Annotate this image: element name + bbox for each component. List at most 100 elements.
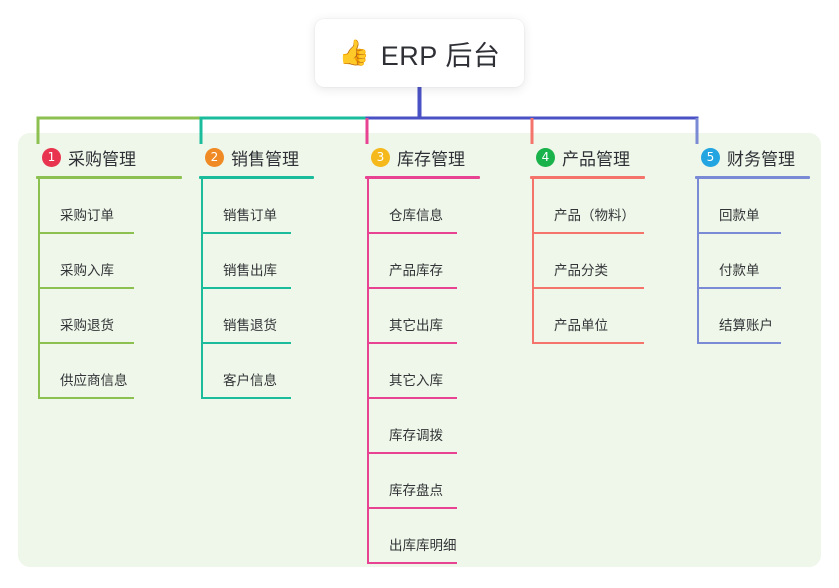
leaf-label: 仓库信息 bbox=[389, 207, 443, 223]
leaf-item[interactable]: 结算账户 bbox=[697, 289, 810, 344]
leaf-spine bbox=[201, 179, 203, 399]
leaf-label: 付款单 bbox=[719, 262, 760, 278]
leaf-underline bbox=[369, 287, 457, 289]
branch-header[interactable]: 5 财务管理 bbox=[695, 144, 810, 170]
branch-title: 产品管理 bbox=[562, 149, 630, 169]
leaf-item[interactable]: 库存盘点 bbox=[367, 454, 480, 509]
leaf-underline bbox=[40, 397, 134, 399]
leaf-label: 客户信息 bbox=[223, 372, 277, 388]
leaf-label: 销售退货 bbox=[223, 317, 277, 333]
branch-column: 5 财务管理回款单付款单结算账户 bbox=[695, 144, 810, 344]
leaf-underline bbox=[40, 342, 134, 344]
leaf-label: 回款单 bbox=[719, 207, 760, 223]
leaf-item[interactable]: 仓库信息 bbox=[367, 179, 480, 234]
leaf-item[interactable]: 供应商信息 bbox=[38, 344, 182, 399]
branch-header[interactable]: 1 采购管理 bbox=[36, 144, 182, 170]
leaf-item[interactable]: 产品分类 bbox=[532, 234, 645, 289]
leaf-label: 库存调拨 bbox=[389, 427, 443, 443]
leaf-underline bbox=[369, 342, 457, 344]
leaf-underline bbox=[699, 287, 781, 289]
branch-number-badge: 3 bbox=[371, 147, 390, 167]
branch-number-badge: 1 bbox=[42, 147, 61, 167]
branch-column: 3 库存管理仓库信息产品库存其它出库其它入库库存调拨库存盘点出库库明细 bbox=[365, 144, 480, 564]
leaf-underline bbox=[369, 232, 457, 234]
leaf-label: 销售出库 bbox=[223, 262, 277, 278]
branch-header[interactable]: 4 产品管理 bbox=[530, 144, 645, 170]
leaf-underline bbox=[203, 287, 291, 289]
leaf-label: 采购入库 bbox=[60, 262, 114, 278]
branch-underline bbox=[199, 176, 314, 179]
leaf-label: 产品分类 bbox=[554, 262, 608, 278]
leaf-item[interactable]: 采购退货 bbox=[38, 289, 182, 344]
leaf-underline bbox=[40, 287, 134, 289]
leaf-label: 产品单位 bbox=[554, 317, 608, 333]
leaf-underline bbox=[369, 397, 457, 399]
leaf-spine bbox=[367, 179, 369, 564]
leaf-underline bbox=[369, 507, 457, 509]
leaf-spine bbox=[532, 179, 534, 344]
leaf-underline bbox=[699, 232, 781, 234]
leaf-underline bbox=[369, 452, 457, 454]
leaf-list: 回款单付款单结算账户 bbox=[695, 179, 810, 344]
leaf-item[interactable]: 采购入库 bbox=[38, 234, 182, 289]
branch-title: 销售管理 bbox=[231, 149, 299, 169]
leaf-underline bbox=[699, 342, 781, 344]
page-title: ERP 后台 bbox=[380, 40, 501, 71]
branch-title: 采购管理 bbox=[68, 149, 136, 169]
branch-number-badge: 2 bbox=[205, 147, 224, 167]
leaf-underline bbox=[369, 562, 457, 564]
leaf-item[interactable]: 产品库存 bbox=[367, 234, 480, 289]
leaf-item[interactable]: 销售出库 bbox=[201, 234, 314, 289]
leaf-label: 其它入库 bbox=[389, 372, 443, 388]
branch-column: 4 产品管理产品（物料） 产品分类产品单位 bbox=[530, 144, 645, 344]
leaf-underline bbox=[203, 342, 291, 344]
branch-panel bbox=[18, 133, 821, 567]
root-node[interactable]: 👍 ERP 后台 bbox=[315, 19, 524, 87]
leaf-item[interactable]: 出库库明细 bbox=[367, 509, 480, 564]
leaf-spine bbox=[38, 179, 40, 399]
branch-number-badge: 5 bbox=[701, 147, 720, 167]
leaf-item[interactable]: 采购订单 bbox=[38, 179, 182, 234]
branch-title: 财务管理 bbox=[727, 149, 795, 169]
branch-underline bbox=[365, 176, 480, 179]
leaf-item[interactable]: 其它出库 bbox=[367, 289, 480, 344]
leaf-label: 采购订单 bbox=[60, 207, 114, 223]
branch-underline bbox=[530, 176, 645, 179]
leaf-underline bbox=[203, 397, 291, 399]
branch-title: 库存管理 bbox=[397, 149, 465, 169]
leaf-item[interactable]: 付款单 bbox=[697, 234, 810, 289]
leaf-underline bbox=[534, 232, 644, 234]
leaf-list: 销售订单销售出库销售退货客户信息 bbox=[199, 179, 314, 399]
leaf-list: 产品（物料） 产品分类产品单位 bbox=[530, 179, 645, 344]
leaf-item[interactable]: 回款单 bbox=[697, 179, 810, 234]
branch-number-badge: 4 bbox=[536, 147, 555, 167]
leaf-label: 出库库明细 bbox=[389, 537, 457, 553]
branch-header[interactable]: 3 库存管理 bbox=[365, 144, 480, 170]
branch-column: 2 销售管理销售订单销售出库销售退货客户信息 bbox=[199, 144, 314, 399]
leaf-label: 产品库存 bbox=[389, 262, 443, 278]
branch-header[interactable]: 2 销售管理 bbox=[199, 144, 314, 170]
leaf-item[interactable]: 其它入库 bbox=[367, 344, 480, 399]
leaf-label: 结算账户 bbox=[719, 317, 773, 333]
leaf-list: 仓库信息产品库存其它出库其它入库库存调拨库存盘点出库库明细 bbox=[365, 179, 480, 564]
leaf-label: 销售订单 bbox=[223, 207, 277, 223]
leaf-underline bbox=[203, 232, 291, 234]
leaf-label: 供应商信息 bbox=[60, 372, 128, 388]
leaf-item[interactable]: 客户信息 bbox=[201, 344, 314, 399]
leaf-list: 采购订单采购入库采购退货供应商信息 bbox=[36, 179, 182, 399]
leaf-underline bbox=[534, 342, 644, 344]
leaf-label: 采购退货 bbox=[60, 317, 114, 333]
leaf-item[interactable]: 销售退货 bbox=[201, 289, 314, 344]
leaf-item[interactable]: 库存调拨 bbox=[367, 399, 480, 454]
leaf-underline bbox=[40, 232, 134, 234]
leaf-label: 库存盘点 bbox=[389, 482, 443, 498]
branch-underline bbox=[695, 176, 810, 179]
leaf-spine bbox=[697, 179, 699, 344]
leaf-label: 其它出库 bbox=[389, 317, 443, 333]
leaf-item[interactable]: 销售订单 bbox=[201, 179, 314, 234]
leaf-label: 产品（物料） bbox=[554, 207, 635, 223]
branch-column: 1 采购管理采购订单采购入库采购退货供应商信息 bbox=[36, 144, 182, 399]
leaf-item[interactable]: 产品单位 bbox=[532, 289, 645, 344]
leaf-item[interactable]: 产品（物料） bbox=[532, 179, 645, 234]
branch-underline bbox=[36, 176, 182, 179]
